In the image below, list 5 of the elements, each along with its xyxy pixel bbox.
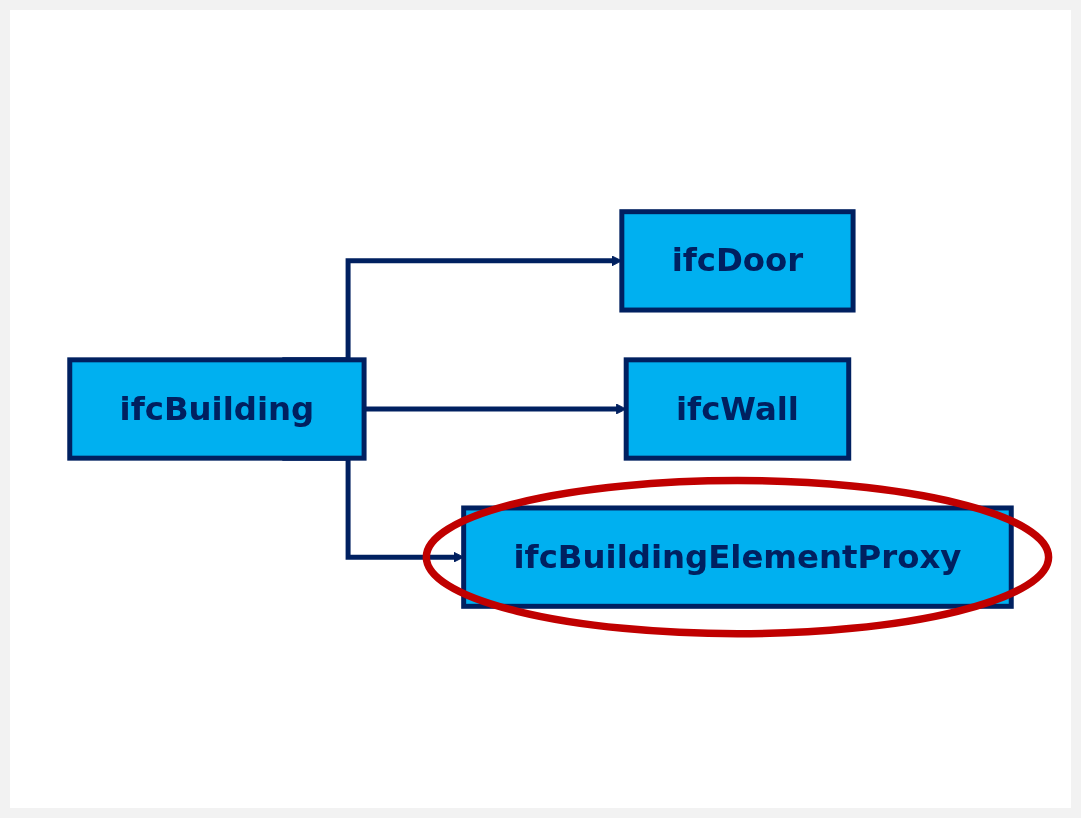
- node-box: ifcWall: [623, 357, 852, 461]
- node-box: ifcBuilding: [67, 357, 367, 461]
- arrow: [364, 403, 627, 415]
- node-box: ifcDoor: [619, 209, 856, 313]
- node-box: ifcBuildingElementProxy: [461, 505, 1014, 609]
